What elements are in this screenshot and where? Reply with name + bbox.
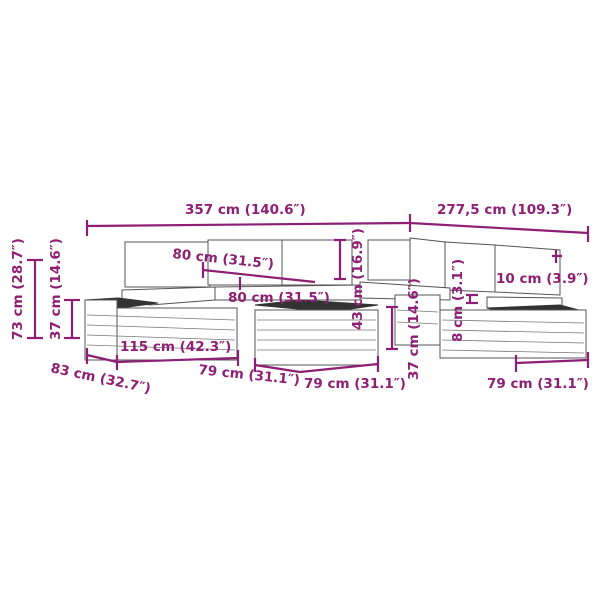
seat-cushion <box>214 284 361 301</box>
label-backrest-height: 43 cm (16.9″) <box>350 228 366 330</box>
back-cushion <box>124 241 211 288</box>
label-total-height: 73 cm (28.7″) <box>10 238 26 340</box>
right-ottoman <box>439 309 587 359</box>
label-ottoman-length: 115 cm (42.3″) <box>120 339 231 355</box>
label-table-width-2: 79 cm (31.1″) <box>304 376 406 392</box>
back-cushion <box>494 244 561 296</box>
label-seat-width: 80 cm (31.5″) <box>228 290 330 306</box>
ottoman-side <box>84 299 118 361</box>
dimension-lines <box>27 214 590 374</box>
back-cushion <box>367 239 411 281</box>
label-seat-height-left: 37 cm (14.6″) <box>48 238 64 340</box>
label-cushion-thickness-back: 10 cm (3.9″) <box>496 271 589 287</box>
table-body <box>254 309 379 366</box>
label-total-width-left: 357 cm (140.6″) <box>185 202 306 218</box>
label-depth: 83 cm (32.7″) <box>49 360 152 397</box>
label-seat-height-mid: 37 cm (14.6″) <box>406 278 422 380</box>
label-ottoman-width-right: 79 cm (31.1″) <box>487 376 589 392</box>
label-cushion-thickness-seat: 8 cm (3.1″) <box>450 259 466 342</box>
label-table-width-1: 79 cm (31.1″) <box>198 362 301 389</box>
slats <box>86 309 585 354</box>
label-total-width-right: 277,5 cm (109.3″) <box>437 202 572 218</box>
